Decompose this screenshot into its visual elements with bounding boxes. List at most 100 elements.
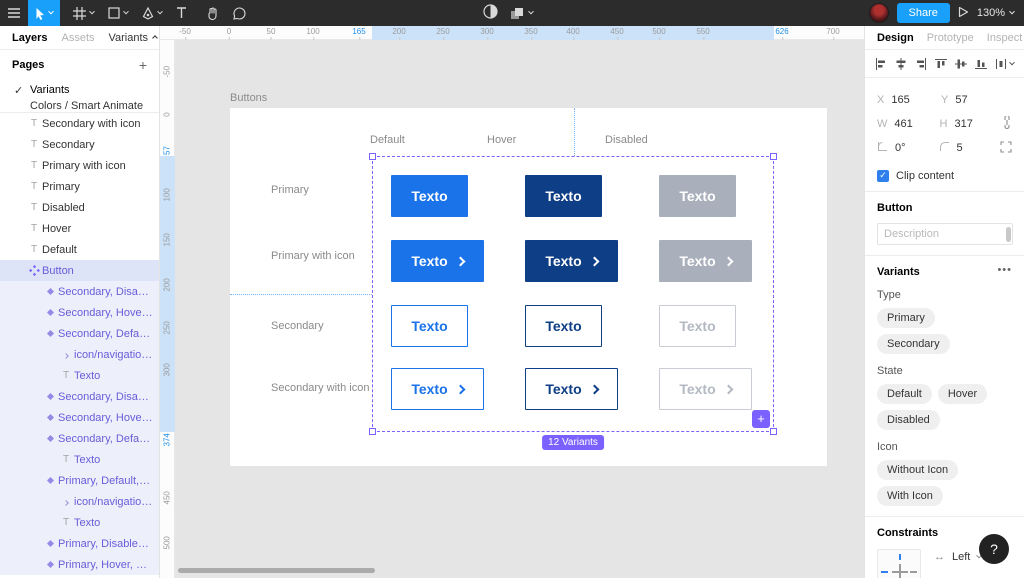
layer-row-variant[interactable]: Secondary, Default, With Icon <box>0 323 159 344</box>
layer-row-variant[interactable]: Secondary, Disabled, With Icon <box>0 281 159 302</box>
variant-value-pill[interactable]: Default <box>877 384 932 404</box>
component-description-input[interactable]: Description <box>877 223 1013 245</box>
align-horizontal-center-icon[interactable] <box>895 57 907 70</box>
layer-row-variant[interactable]: Secondary, Hover, Without Icon <box>0 407 159 428</box>
variant-primary-disabled[interactable]: Texto <box>659 175 736 217</box>
main-menu-icon[interactable] <box>0 0 28 26</box>
variant-secondary-hover[interactable]: Texto <box>525 305 602 347</box>
distribute-spacing-icon[interactable] <box>995 58 1015 70</box>
share-button[interactable]: Share <box>896 3 950 23</box>
align-top-icon[interactable] <box>935 58 947 70</box>
hand-tool-icon[interactable] <box>200 0 226 26</box>
comment-tool-icon[interactable] <box>226 0 253 26</box>
tab-layers[interactable]: Layers <box>12 31 48 44</box>
variant-value-pill[interactable]: Primary <box>877 308 935 328</box>
selection-handle[interactable] <box>369 428 376 435</box>
layer-row-variant[interactable]: Primary, Default, With Icon <box>0 470 159 491</box>
variant-value-pill[interactable]: With Icon <box>877 486 943 506</box>
selection-handle[interactable] <box>770 153 777 160</box>
variant-secondary-disabled[interactable]: Texto <box>659 305 736 347</box>
variant-primary-default-icon[interactable]: Texto <box>391 240 484 282</box>
move-tool-icon[interactable] <box>28 0 60 26</box>
layer-row-variant[interactable]: Secondary, Hover, With Icon <box>0 302 159 323</box>
text-tool-icon[interactable] <box>169 0 194 26</box>
user-avatar[interactable] <box>868 3 889 23</box>
layer-row-variant[interactable]: Secondary, Default, Without Icon <box>0 428 159 449</box>
clip-content-row[interactable]: ✓ Clip content <box>865 166 1024 192</box>
layer-row-button-component-selected[interactable]: Button <box>0 260 159 281</box>
tab-prototype[interactable]: Prototype <box>926 31 974 44</box>
horizontal-scrollbar[interactable] <box>178 568 375 573</box>
variant-value-pill[interactable]: Hover <box>937 384 988 404</box>
top-toolbar: Share 130% <box>0 0 1024 26</box>
component-set-selection[interactable]: + <box>369 153 777 435</box>
layer-row-variant[interactable]: Secondary, Disabled, Without Icon <box>0 386 159 407</box>
layer-row-variant[interactable]: Primary, Disabled, With Icon <box>0 533 159 554</box>
variant-value-pill[interactable]: Disabled <box>877 410 940 430</box>
page-item-variants[interactable]: ✓ Variants <box>14 84 70 97</box>
add-variant-button[interactable]: + <box>752 410 770 428</box>
variant-secondary-default-icon[interactable]: Texto <box>391 368 484 410</box>
constraint-left-active[interactable] <box>881 571 888 573</box>
horizontal-constraint-select[interactable]: ↔ Left <box>934 551 983 563</box>
constraint-right[interactable] <box>910 571 917 573</box>
zoom-level-control[interactable]: 130% <box>977 7 1015 19</box>
pen-tool-icon[interactable] <box>135 0 169 26</box>
tab-design[interactable]: Design <box>877 31 914 44</box>
layer-row-instance[interactable]: icon/navigation/chevron-right <box>0 491 159 512</box>
selection-handle[interactable] <box>770 428 777 435</box>
variant-secondary-default[interactable]: Texto <box>391 305 468 347</box>
constrain-proportions-icon[interactable] <box>1002 114 1012 132</box>
rotation-field[interactable]: 0° <box>877 141 939 155</box>
help-button[interactable]: ? <box>979 534 1009 564</box>
frame-tool-icon[interactable] <box>66 0 101 26</box>
corner-radius-field[interactable]: 5 <box>939 141 1001 155</box>
variant-secondary-disabled-icon[interactable]: Texto <box>659 368 752 410</box>
variant-primary-disabled-icon[interactable]: Texto <box>659 240 752 282</box>
align-bottom-icon[interactable] <box>975 58 987 70</box>
constraints-widget[interactable] <box>877 549 921 578</box>
variant-primary-default[interactable]: Texto <box>391 175 468 217</box>
tab-assets[interactable]: Assets <box>61 31 95 44</box>
variant-value-pill[interactable]: Without Icon <box>877 460 959 480</box>
variants-options-menu-icon[interactable]: ••• <box>997 264 1012 276</box>
constraint-top-active[interactable] <box>899 554 901 560</box>
page-item-colors-smart-animate[interactable]: Colors / Smart Animate <box>0 100 159 113</box>
contrast-icon[interactable] <box>483 4 498 22</box>
canvas[interactable]: -50 0 50 100 165 200 250 300 350 400 450… <box>160 26 864 578</box>
independent-corners-icon[interactable] <box>1000 140 1012 156</box>
tab-inspect[interactable]: Inspect <box>986 31 1023 44</box>
variant-value-pill[interactable]: Secondary <box>877 334 950 354</box>
variant-primary-hover-icon[interactable]: Texto <box>525 240 618 282</box>
frame-title[interactable]: Buttons <box>230 92 268 104</box>
variant-primary-hover[interactable]: Texto <box>525 175 602 217</box>
selection-handle[interactable] <box>369 153 376 160</box>
variants-panel-toggle[interactable]: Variants <box>109 32 158 44</box>
layer-row-instance[interactable]: icon/navigation/chevron-right <box>0 344 159 365</box>
present-play-icon[interactable] <box>958 6 969 21</box>
layer-row-variant[interactable]: Primary, Hover, With Icon <box>0 554 159 575</box>
input-scrollbar[interactable] <box>1006 227 1011 242</box>
add-page-icon[interactable]: + <box>138 57 147 73</box>
align-right-icon[interactable] <box>915 57 927 70</box>
checkbox-checked-icon[interactable]: ✓ <box>877 169 889 182</box>
shape-tool-icon[interactable] <box>101 0 135 26</box>
align-left-icon[interactable] <box>875 57 887 70</box>
layers-stack-icon[interactable] <box>510 7 534 20</box>
variant-secondary-hover-icon[interactable]: Texto <box>525 368 618 410</box>
align-vertical-center-icon[interactable] <box>955 58 967 70</box>
